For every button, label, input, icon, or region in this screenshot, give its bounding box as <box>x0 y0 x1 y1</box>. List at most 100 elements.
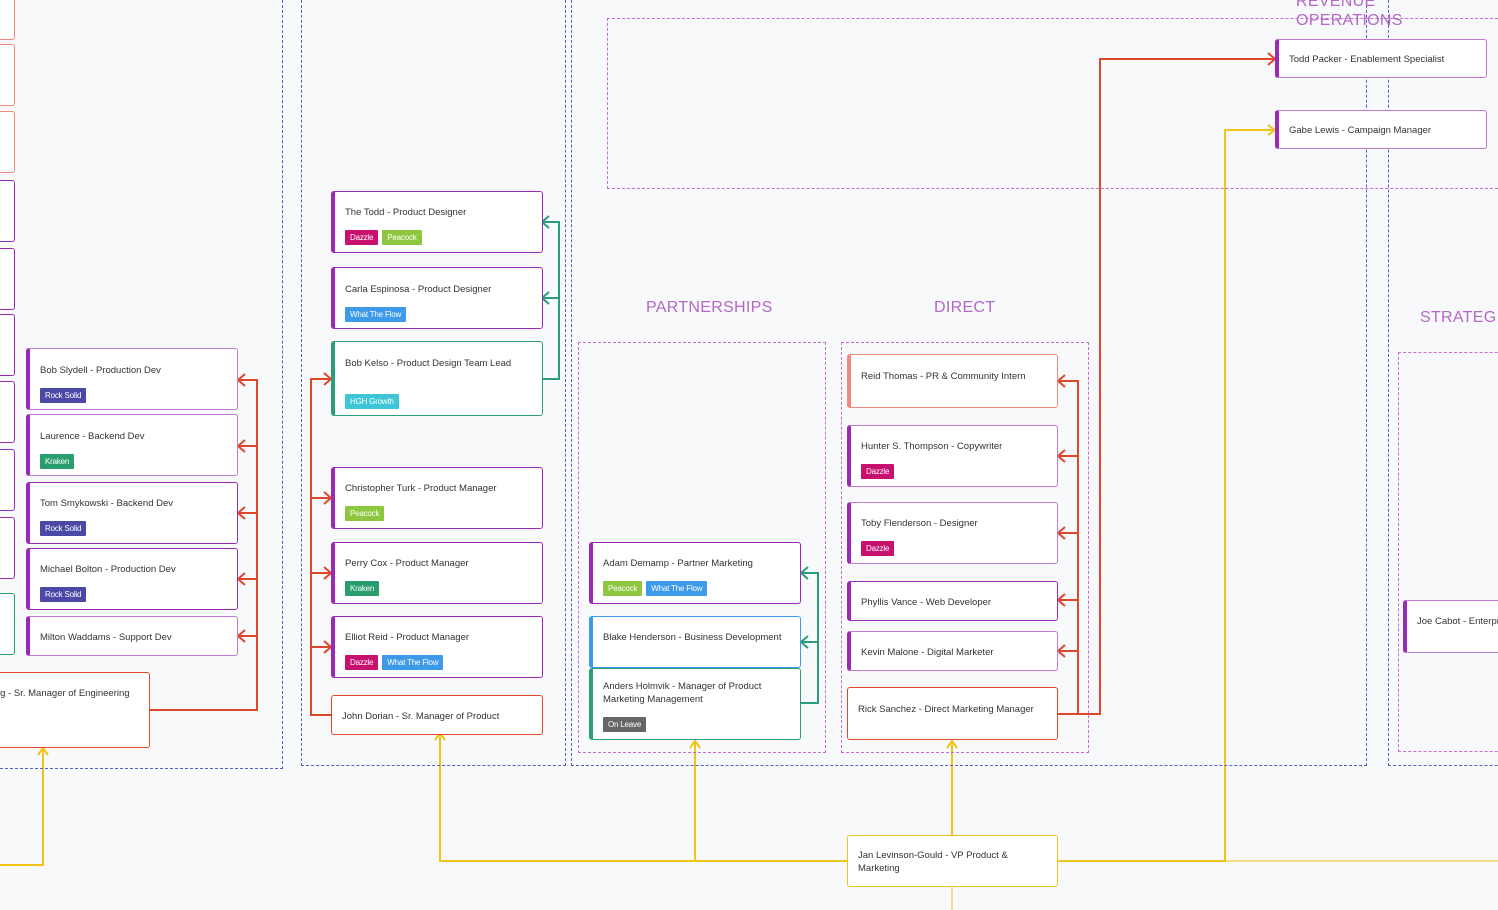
person-card[interactable]: Reid Thomas - PR & Community Intern <box>847 354 1058 408</box>
person-card[interactable]: rg - Sr. Manager of Engineering <box>0 672 150 748</box>
person-card[interactable]: Kevin Malone - Digital Marketer <box>847 631 1058 671</box>
person-card[interactable]: Adam Demamp - Partner Marketing Peacock … <box>589 542 801 604</box>
person-card[interactable]: Milton Waddams - Support Dev <box>26 616 238 656</box>
person-name: Bob Slydell - Production Dev <box>40 365 161 376</box>
partnerships-zone <box>578 342 826 753</box>
offscreen-card[interactable] <box>0 44 15 106</box>
person-card[interactable]: Blake Henderson - Business Development <box>589 616 801 668</box>
person-name: Joe Cabot - Enterpr <box>1417 616 1498 627</box>
person-name: Perry Cox - Product Manager <box>345 558 469 569</box>
tag-what-the-flow: What The Flow <box>382 655 444 670</box>
person-name: Kevin Malone - Digital Marketer <box>861 647 994 658</box>
person-card[interactable]: Tom Smykowski - Backend Dev Rock Solid <box>26 482 238 544</box>
marketing-zone <box>571 0 1367 766</box>
direct-zone <box>841 342 1089 753</box>
person-name: Phyllis Vance - Web Developer <box>861 597 992 608</box>
person-card[interactable]: Rick Sanchez - Direct Marketing Manager <box>847 687 1058 740</box>
person-card[interactable]: Joe Cabot - Enterpr <box>1403 600 1498 653</box>
person-card[interactable]: Elliot Reid - Product Manager Dazzle Wha… <box>331 616 543 678</box>
tag-hgh-growth: HGH Growth <box>345 394 399 409</box>
person-card-vp[interactable]: Jan Levinson-Gould - VP Product & Market… <box>847 835 1058 887</box>
person-card[interactable]: Perry Cox - Product Manager Kraken <box>331 542 543 604</box>
person-name: The Todd - Product Designer <box>345 207 467 218</box>
product-zone <box>301 0 566 766</box>
tag-rock-solid: Rock Solid <box>40 587 87 602</box>
offscreen-card[interactable] <box>0 517 15 579</box>
revenue-operations-zone <box>607 18 1498 189</box>
person-name: Christopher Turk - Product Manager <box>345 483 497 494</box>
tag-dazzle: Dazzle <box>861 464 895 479</box>
engineering-connectors <box>150 373 258 711</box>
person-card[interactable]: Hunter S. Thompson - Copywriter Dazzle <box>847 425 1058 487</box>
tag-kraken: Kraken <box>345 581 380 596</box>
person-name: Toby Flenderson - Designer <box>861 518 978 529</box>
person-name: Hunter S. Thompson - Copywriter <box>861 441 1003 452</box>
person-name: Michael Bolton - Production Dev <box>40 564 176 575</box>
person-card[interactable]: Carla Espinosa - Product Designer What T… <box>331 267 543 329</box>
tag-what-the-flow: What The Flow <box>345 307 407 322</box>
person-card[interactable]: John Dorian - Sr. Manager of Product <box>331 695 543 735</box>
tag-peacock: Peacock <box>345 506 385 521</box>
person-name: Bob Kelso - Product Design Team Lead <box>345 358 512 369</box>
person-name: Adam Demamp - Partner Marketing <box>603 558 753 569</box>
offscreen-card[interactable] <box>0 111 15 173</box>
person-card[interactable]: Todd Packer - Enablement Specialist <box>1275 39 1487 78</box>
offscreen-card[interactable] <box>0 248 15 310</box>
tag-rock-solid: Rock Solid <box>40 388 87 403</box>
person-card[interactable]: Phyllis Vance - Web Developer <box>847 581 1058 621</box>
person-card[interactable]: The Todd - Product Designer Dazzle Peaco… <box>331 191 543 253</box>
connector-vp-to-john-dorian <box>439 733 847 862</box>
person-name: Todd Packer - Enablement Specialist <box>1289 54 1445 65</box>
strategic-zone <box>1398 352 1498 752</box>
person-card[interactable]: Gabe Lewis - Campaign Manager <box>1275 110 1487 149</box>
person-card[interactable]: Anders Holmvik - Manager of Product Mark… <box>589 668 801 740</box>
offscreen-card[interactable] <box>0 593 15 655</box>
person-name: Reid Thomas - PR & Community Intern <box>861 371 1026 382</box>
person-name: rg - Sr. Manager of Engineering <box>0 688 130 699</box>
person-card[interactable]: Laurence - Backend Dev Kraken <box>26 414 238 476</box>
person-name: Tom Smykowski - Backend Dev <box>40 498 174 509</box>
person-name: Blake Henderson - Business Development <box>603 632 782 643</box>
person-card[interactable]: Bob Slydell - Production Dev Rock Solid <box>26 348 238 410</box>
engineering-zone <box>0 0 283 769</box>
offscreen-card[interactable] <box>0 0 15 40</box>
tag-dazzle: Dazzle <box>345 230 379 245</box>
person-name: Elliot Reid - Product Manager <box>345 632 470 643</box>
section-label-partnerships: PARTNERSHIPS <box>646 299 773 316</box>
person-name: Gabe Lewis - Campaign Manager <box>1289 125 1432 136</box>
tag-peacock: Peacock <box>603 581 643 596</box>
offscreen-card[interactable] <box>0 381 15 443</box>
offscreen-card[interactable] <box>0 180 15 242</box>
section-label-direct: DIRECT <box>934 299 996 316</box>
tag-dazzle: Dazzle <box>861 541 895 556</box>
arrowhead <box>689 739 701 749</box>
section-label-revenue-operations: REVENUE OPERATIONS <box>1296 0 1403 29</box>
offscreen-card[interactable] <box>0 449 15 511</box>
arrowhead <box>946 739 958 749</box>
connector-to-engineering-manager <box>0 748 44 866</box>
tag-rock-solid: Rock Solid <box>40 521 87 536</box>
person-card[interactable]: Toby Flenderson - Designer Dazzle <box>847 502 1058 564</box>
person-name: Jan Levinson-Gould - VP Product & Market… <box>858 850 1008 874</box>
partnership-connectors <box>799 566 819 704</box>
person-card[interactable]: Bob Kelso - Product Design Team Lead HGH… <box>331 341 543 416</box>
person-card[interactable]: Christopher Turk - Product Manager Peaco… <box>331 467 543 529</box>
offscreen-card[interactable] <box>0 314 15 376</box>
tag-peacock: Peacock <box>382 230 422 245</box>
tag-what-the-flow: What The Flow <box>646 581 708 596</box>
vp-connectors <box>0 124 1498 910</box>
person-name: Rick Sanchez - Direct Marketing Manager <box>858 704 1034 715</box>
person-card[interactable]: Michael Bolton - Production Dev Rock Sol… <box>26 548 238 610</box>
person-name: Anders Holmvik - Manager of Product Mark… <box>603 681 762 705</box>
person-name: Carla Espinosa - Product Designer <box>345 284 492 295</box>
arrowhead <box>37 746 49 756</box>
tag-kraken: Kraken <box>40 454 75 469</box>
direct-connectors <box>1056 52 1277 715</box>
person-name: Laurence - Backend Dev <box>40 431 145 442</box>
person-name: Milton Waddams - Support Dev <box>40 632 172 643</box>
section-label-strategic: STRATEGIC <box>1420 309 1498 326</box>
tag-dazzle: Dazzle <box>345 655 379 670</box>
person-name: John Dorian - Sr. Manager of Product <box>342 711 500 722</box>
sales-zone <box>1388 0 1498 766</box>
